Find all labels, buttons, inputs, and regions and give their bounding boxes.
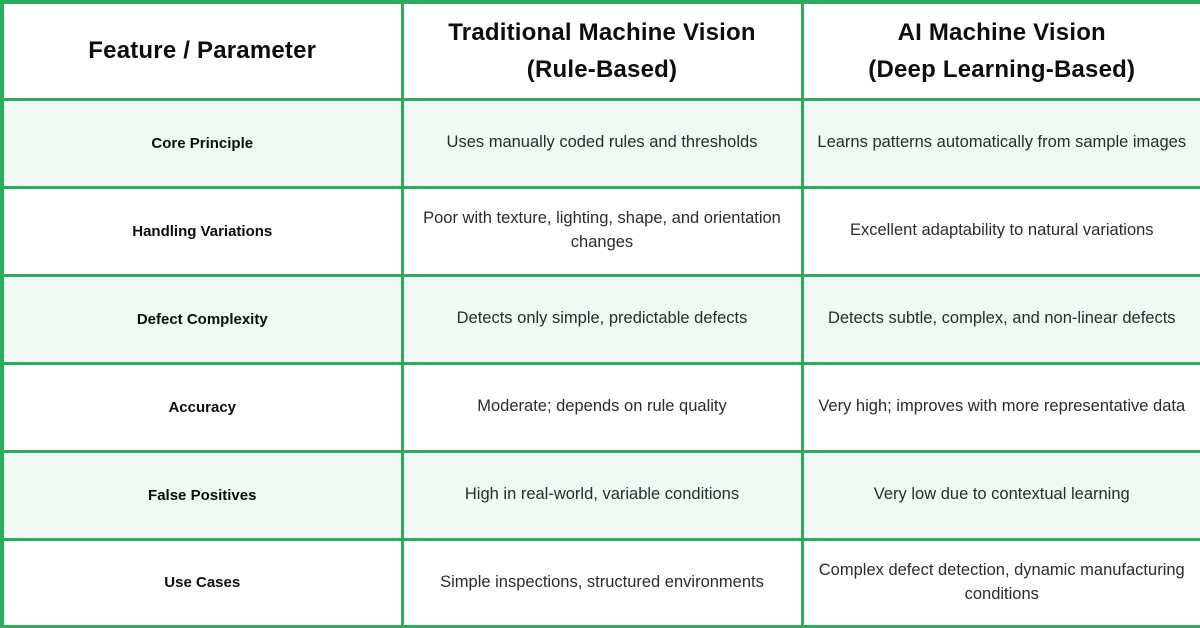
column-header-feature: Feature / Parameter (0, 0, 404, 101)
column-header-traditional: Traditional Machine Vision (Rule-Based) (400, 0, 804, 101)
ai-value-cell: Very high; improves with more representa… (800, 361, 1200, 453)
traditional-value-cell: High in real-world, variable conditions (400, 449, 804, 541)
row-feature-label: False Positives (0, 449, 404, 541)
table-body: Core Principle Uses manually coded rules… (0, 97, 1200, 628)
traditional-value-cell: Poor with texture, lighting, shape, and … (400, 185, 804, 277)
ai-value-cell: Very low due to contextual learning (800, 449, 1200, 541)
traditional-value-cell: Moderate; depends on rule quality (400, 361, 804, 453)
row-feature-label: Use Cases (0, 537, 404, 628)
table-header: Feature / Parameter Traditional Machine … (0, 0, 1200, 101)
column-header-traditional-line1: Traditional Machine Vision (448, 18, 756, 46)
ai-value-cell: Detects subtle, complex, and non-linear … (800, 273, 1200, 365)
traditional-value-cell: Uses manually coded rules and thresholds (400, 97, 804, 189)
traditional-value-cell: Detects only simple, predictable defects (400, 273, 804, 365)
column-header-feature-label: Feature / Parameter (88, 37, 317, 65)
row-feature-label: Handling Variations (0, 185, 404, 277)
table-row-accuracy: Accuracy Moderate; depends on rule quali… (0, 361, 1200, 453)
row-feature-label: Defect Complexity (0, 273, 404, 365)
column-header-ai-line1: AI Machine Vision (897, 18, 1106, 46)
row-feature-label: Core Principle (0, 97, 404, 189)
traditional-value-cell: Simple inspections, structured environme… (400, 537, 804, 628)
table-row-handling-variations: Handling Variations Poor with texture, l… (0, 185, 1200, 277)
table-row-use-cases: Use Cases Simple inspections, structured… (0, 537, 1200, 628)
ai-value-cell: Learns patterns automatically from sampl… (800, 97, 1200, 189)
table-row-false-positives: False Positives High in real-world, vari… (0, 449, 1200, 541)
table-row-core-principle: Core Principle Uses manually coded rules… (0, 97, 1200, 189)
column-header-ai-line2: (Deep Learning-Based) (868, 55, 1136, 83)
table-row-defect-complexity: Defect Complexity Detects only simple, p… (0, 273, 1200, 365)
ai-value-cell: Excellent adaptability to natural variat… (800, 185, 1200, 277)
ai-value-cell: Complex defect detection, dynamic manufa… (800, 537, 1200, 628)
row-feature-label: Accuracy (0, 361, 404, 453)
header-row: Feature / Parameter Traditional Machine … (0, 0, 1200, 101)
column-header-traditional-line2: (Rule-Based) (526, 55, 678, 83)
column-header-ai: AI Machine Vision (Deep Learning-Based) (800, 0, 1200, 101)
